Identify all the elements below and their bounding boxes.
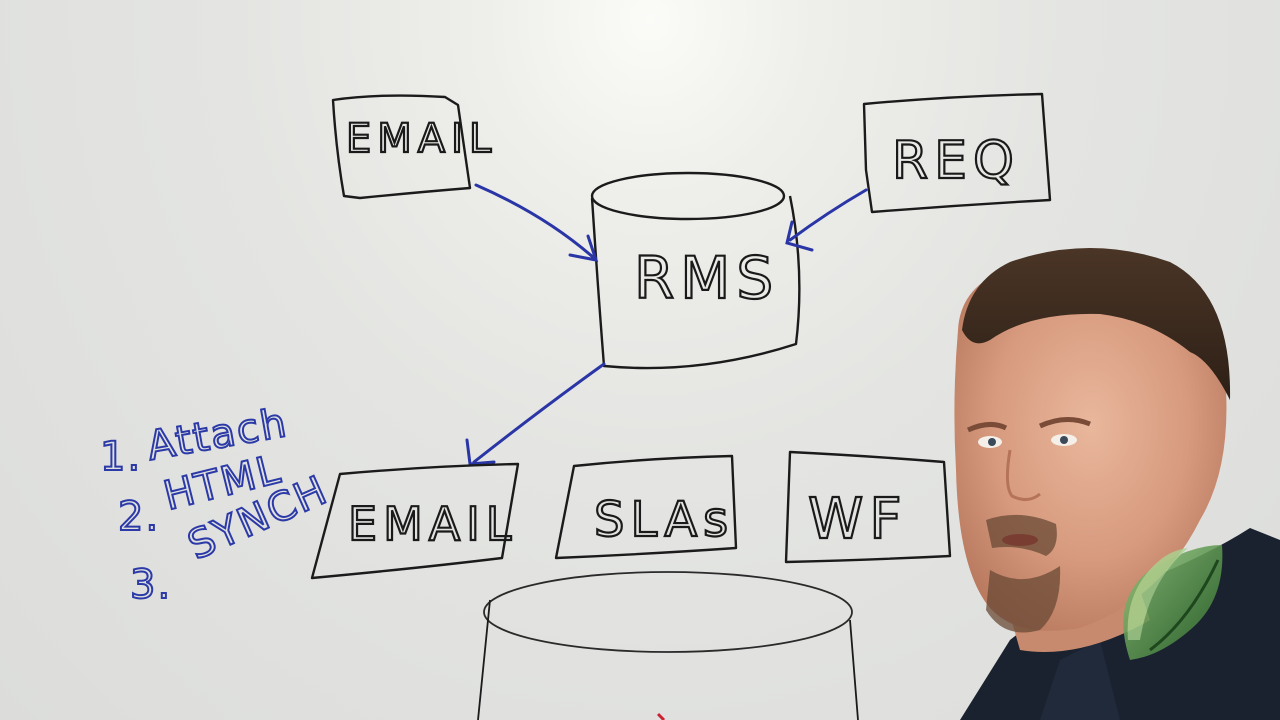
presenter-goatee xyxy=(986,566,1061,633)
presenter-hair xyxy=(962,248,1231,400)
list-number-3: 3. xyxy=(130,562,172,608)
rms-cylinder: RMS xyxy=(590,171,801,370)
wf-label: WF xyxy=(808,487,908,552)
email-source-label: EMAIL xyxy=(346,116,497,162)
red-marker-mark xyxy=(656,712,666,720)
list-number-1: 1. xyxy=(100,434,142,480)
slas-label: SLAs xyxy=(594,492,734,548)
email-output-box: EMAIL xyxy=(310,462,520,580)
list-number-2: 2. xyxy=(118,494,160,540)
wf-box: WF xyxy=(784,450,952,564)
arrow-req-to-rms xyxy=(785,188,868,252)
req-label: REQ xyxy=(892,131,1020,191)
email-output-label: EMAIL xyxy=(348,497,517,551)
arrow-rms-to-email xyxy=(465,362,606,466)
numbered-list: 1. Attach 2. HTML 3. SYNCH xyxy=(99,399,336,609)
rms-label: RMS xyxy=(634,244,779,312)
arrow-email-to-rms xyxy=(474,183,599,262)
email-source-box: EMAIL xyxy=(331,94,497,200)
req-box: REQ xyxy=(862,92,1052,214)
slas-box: SLAs xyxy=(554,454,738,560)
green-leaf-logo xyxy=(1123,545,1223,660)
bottom-cylinder xyxy=(477,571,859,720)
presenter xyxy=(954,248,1280,720)
